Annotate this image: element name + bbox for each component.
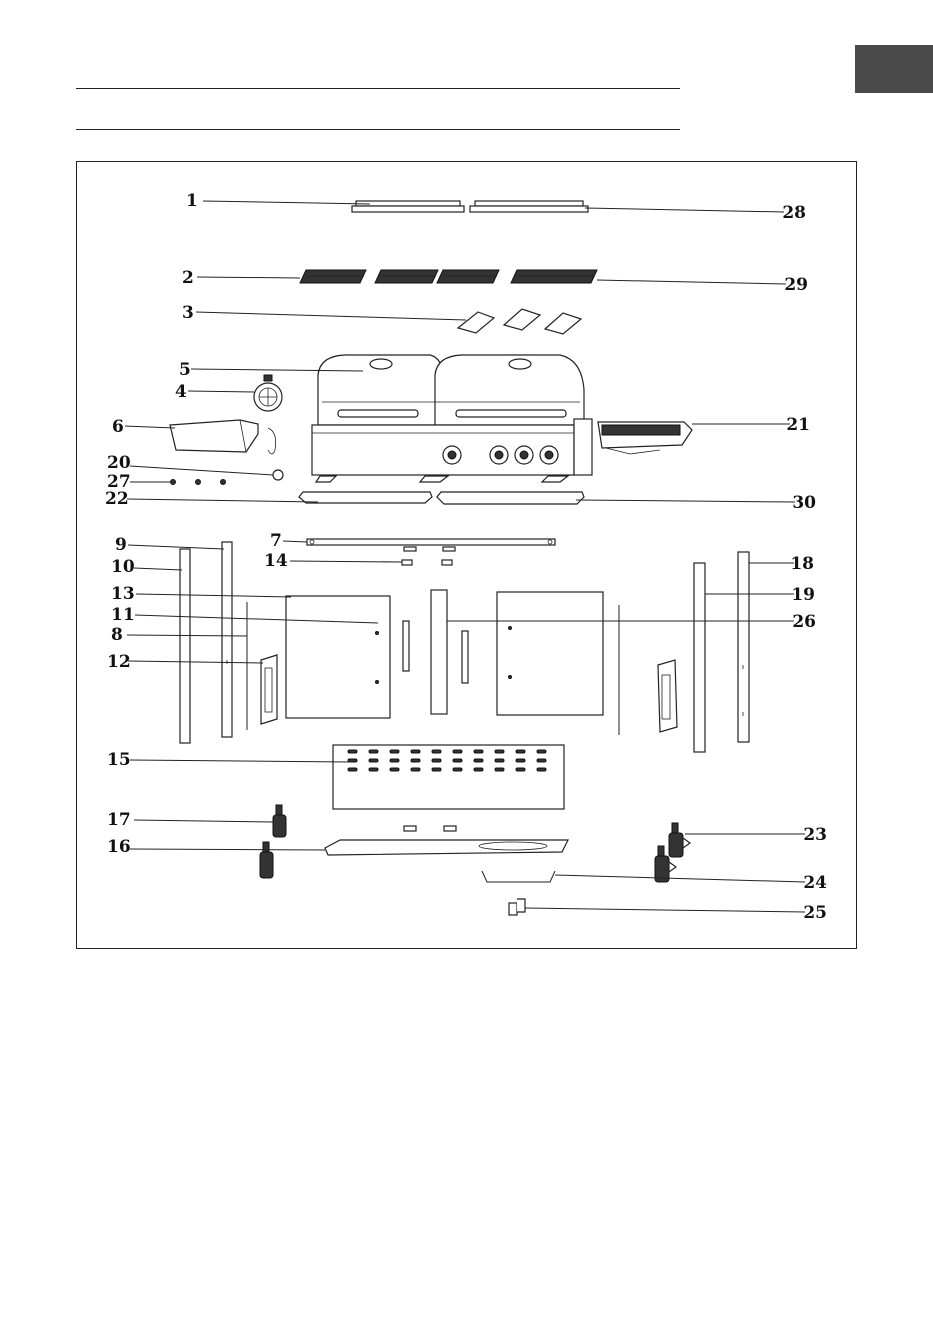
vent-slot [390,750,399,753]
part-label-12: 12 [107,652,131,672]
vent-slot [348,750,357,753]
part-label-3: 3 [182,303,194,323]
part-crossbar [307,539,555,551]
vent-slot [453,768,462,771]
vent-slot [390,768,399,771]
part-door-right [497,592,603,715]
part-leg-19 [694,563,705,752]
vent-slot [390,759,399,762]
vent-slot [516,768,525,771]
part-label-27: 27 [107,472,131,492]
part-label-8: 8 [111,625,123,645]
part-label-26: 26 [792,612,816,632]
part-label-21: 21 [786,415,810,435]
part-label-30: 30 [792,493,816,513]
vent-slot [537,759,546,762]
part-caster-23 [655,823,690,882]
part-label-1: 1 [186,191,198,211]
part-leg-9 [222,542,232,737]
vent-slot [411,768,420,771]
part-label-24: 24 [803,873,827,893]
vent-slot [369,750,378,753]
part-warming-rack-left [352,201,464,212]
part-side-burner [598,422,692,454]
part-caster-16 [260,842,273,878]
vent-slot [411,750,420,753]
vent-slot [474,759,483,762]
part-label-15: 15 [107,750,131,770]
part-label-25: 25 [803,903,827,923]
part-side-panel-left [261,655,277,724]
part-label-13: 13 [111,584,135,604]
part-door-left [286,596,390,718]
vent-slot [495,768,504,771]
vent-slot [516,759,525,762]
part-label-23: 23 [803,825,827,845]
vent-slot [411,759,420,762]
vent-slot [453,759,462,762]
part-back-panel [333,745,564,809]
part-label-22: 22 [105,489,129,509]
part-flame-tamers [458,309,581,334]
part-label-10: 10 [111,557,135,577]
vent-slot [432,759,441,762]
part-label-16: 16 [107,837,131,857]
part-leg-10 [180,549,190,743]
part-thermometer [254,375,282,411]
vent-slot [537,750,546,753]
part-cooking-grates [300,270,597,283]
vent-slot [432,768,441,771]
part-label-17: 17 [107,810,131,830]
part-hook [482,871,555,882]
vent-slot [537,768,546,771]
part-bottom-shelf [325,826,568,855]
vent-slot [495,750,504,753]
vent-slot [474,768,483,771]
part-label-20: 20 [107,453,131,473]
vent-slot [516,750,525,753]
part-clip [509,899,525,915]
vent-slot [369,759,378,762]
part-leg-18 [738,552,749,742]
part-door-handle-left [403,621,409,671]
part-label-7: 7 [270,531,282,551]
part-caster-17 [273,805,286,837]
part-grill-body [312,355,592,482]
part-screws [171,480,226,485]
part-side-panel-right [658,660,677,732]
part-knob [273,470,283,480]
vent-slot [432,750,441,753]
part-label-18: 18 [790,554,814,574]
part-label-29: 29 [784,275,808,295]
part-door-handle-right [462,631,468,683]
part-label-4: 4 [175,382,187,402]
part-label-28: 28 [782,203,806,223]
part-label-14: 14 [264,551,288,571]
vent-slot [495,759,504,762]
part-center-panel [431,590,447,714]
part-brackets [402,560,452,565]
vent-slot [474,750,483,753]
part-label-2: 2 [182,268,194,288]
part-label-5: 5 [179,360,191,380]
vent-slot [369,768,378,771]
part-side-shelf-left [170,420,276,454]
part-warming-rack-right [470,201,588,212]
part-label-11: 11 [111,605,135,625]
part-label-19: 19 [791,585,815,605]
part-label-9: 9 [115,535,127,555]
part-label-6: 6 [112,417,124,437]
vent-slot [348,768,357,771]
part-grease-trays [299,492,584,504]
vent-slot [453,750,462,753]
